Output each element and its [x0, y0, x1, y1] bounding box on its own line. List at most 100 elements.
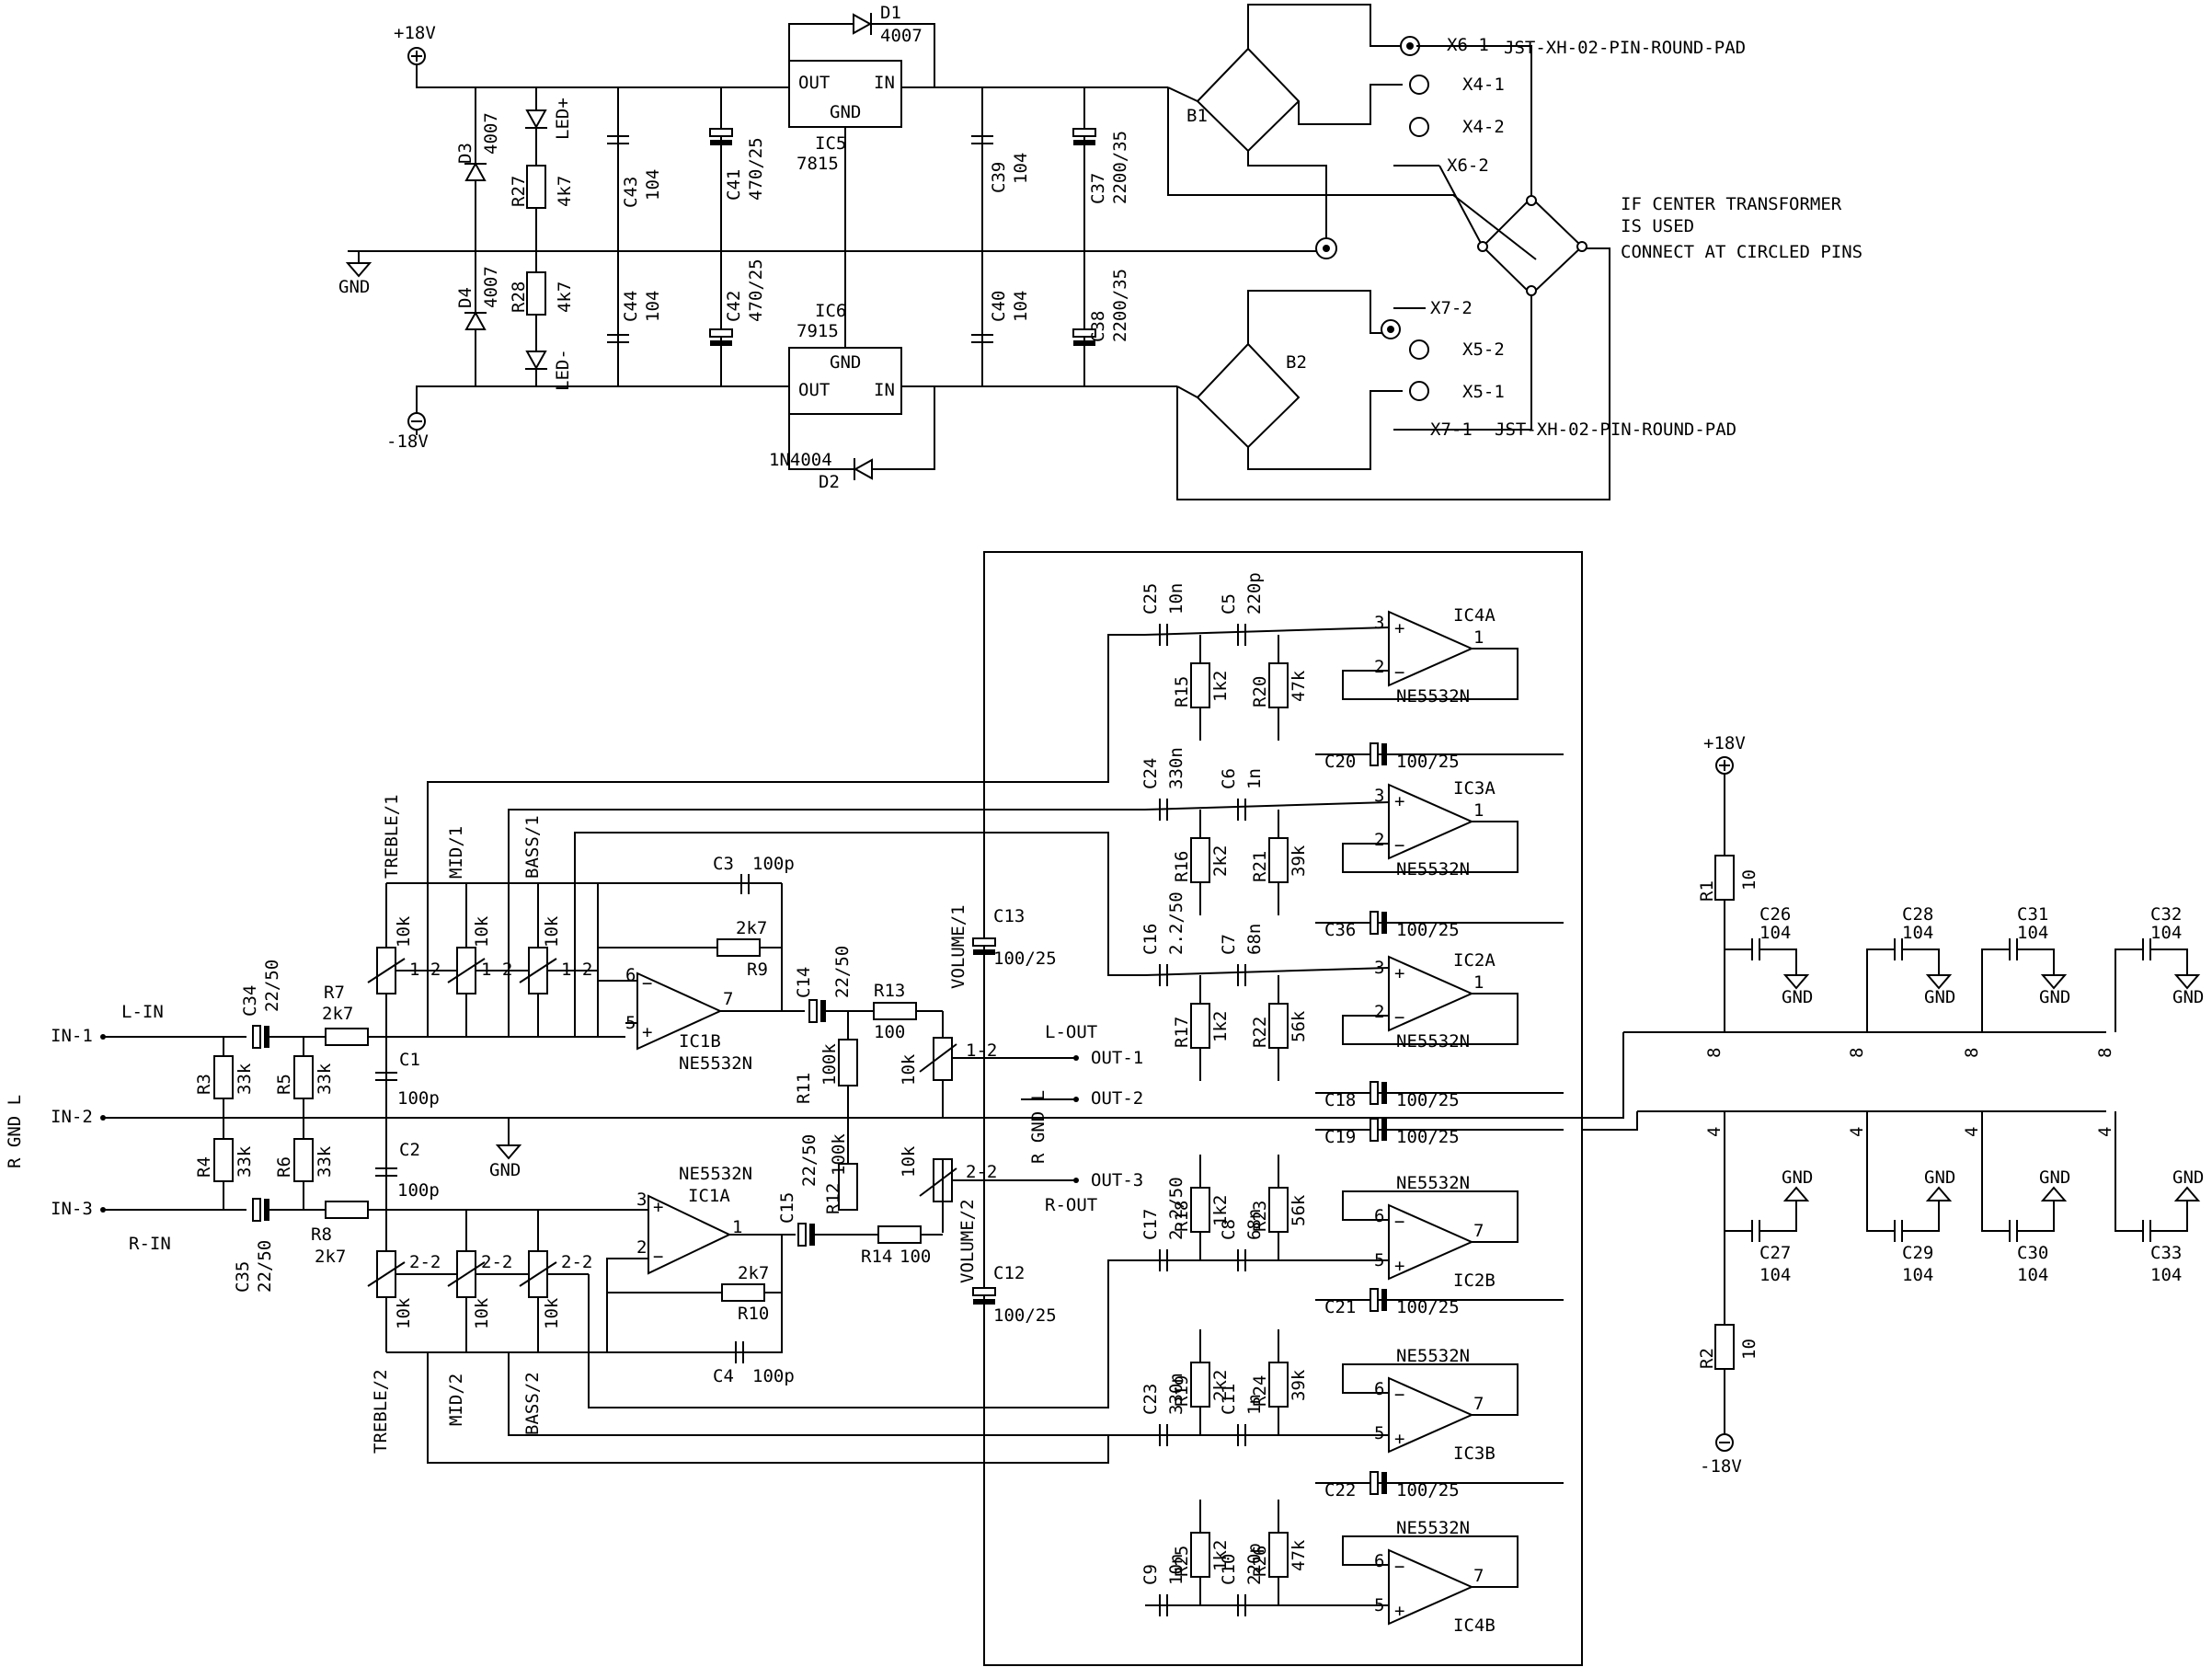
- x4-1-label: X4-1: [1462, 75, 1505, 95]
- resistor-r17-ref: R17: [1172, 1017, 1192, 1048]
- ic2b-value: NE5532N: [1396, 1173, 1470, 1193]
- r11-value: 100k: [819, 1043, 840, 1086]
- r7-ref: R7: [324, 983, 345, 1003]
- ic6-value: 7915: [797, 321, 839, 341]
- pin-1-2-label: 1-2: [409, 960, 441, 980]
- r9-value: 2k7: [736, 918, 767, 938]
- d1-ref: D1: [880, 3, 901, 23]
- c37-ref: C37: [1088, 173, 1108, 204]
- ic4a-top-sign: +: [1394, 618, 1404, 638]
- decoupling-caps: C26104GND8C28104GND8C31104GND8C32104GND8…: [1704, 904, 2204, 1285]
- c37-value: 2200/35: [1110, 131, 1130, 204]
- gnd-label-2: GND: [2039, 987, 2070, 1007]
- r5-ref: R5: [274, 1074, 294, 1095]
- c13-value: 100/25: [993, 948, 1057, 969]
- resistor-r20-value: 47k: [1289, 670, 1309, 702]
- jst-top-label: JST-XH-02-PIN-ROUND-PAD: [1504, 38, 1746, 58]
- gnd-label-3: GND: [2172, 987, 2204, 1007]
- ic1a-pin2: 2: [636, 1237, 647, 1258]
- pin-1-2-label: 1-2: [481, 960, 512, 980]
- vol2-pin: 2-2: [966, 1162, 997, 1182]
- input-side-label: R GND L: [5, 1095, 25, 1168]
- c40-ref: C40: [989, 291, 1009, 322]
- ic2a-pin-bottom: 2: [1374, 1002, 1384, 1022]
- led-neg-label: LED-: [553, 349, 573, 391]
- ic1b-ref: IC1B: [679, 1031, 721, 1052]
- center-tap-note: IF CENTER TRANSFORMER IS USED CONNECT AT…: [1621, 194, 1862, 262]
- ic1b-plus: +: [642, 1022, 652, 1042]
- c44-value: 104: [643, 291, 663, 322]
- cap-c5-ref: C5: [1219, 593, 1239, 615]
- cap-c24-value: 330n: [1166, 747, 1186, 789]
- in3-label: IN-3: [51, 1199, 93, 1219]
- diode-d1: D1 4007: [788, 3, 935, 87]
- r4-ref: R4: [194, 1156, 214, 1178]
- resistor-r10: 2k7 R10: [607, 1263, 782, 1324]
- ic4b-bottom-sign: +: [1394, 1601, 1404, 1621]
- c43-ref: C43: [621, 177, 641, 208]
- cap-c8-ref: C8: [1219, 1219, 1239, 1240]
- cap-value-b-1: 104: [1902, 1265, 1933, 1285]
- ic1b-value: NE5532N: [679, 1053, 752, 1074]
- ic4a-pin-out: 1: [1473, 627, 1484, 648]
- c38-value: 2200/35: [1110, 269, 1130, 342]
- ic3a-pin-bottom: 2: [1374, 830, 1384, 850]
- cap-value-b-3: 104: [2150, 1265, 2182, 1285]
- c15-ref: C15: [777, 1192, 797, 1224]
- resistor-r5: R5 33k: [274, 1055, 335, 1099]
- output-connector: L-OUT OUT-1 OUT-2 OUT-3 R-OUT R GND L: [952, 1022, 1143, 1215]
- resistor-r19-value: 2k2: [1210, 1370, 1231, 1401]
- pin8-label-0: 8: [1704, 1048, 1725, 1058]
- r6-ref: R6: [274, 1156, 294, 1178]
- x5-2-label: X5-2: [1462, 339, 1505, 360]
- ic4b-pin-out: 7: [1473, 1566, 1484, 1586]
- cap-ref-b-1: C29: [1902, 1243, 1933, 1263]
- r6-value: 33k: [315, 1145, 335, 1178]
- c40-value: 104: [1011, 291, 1031, 322]
- out2-label: OUT-2: [1091, 1088, 1143, 1109]
- cap-c10-value: 220p: [1244, 1543, 1265, 1585]
- d4-ref: D4: [455, 287, 476, 308]
- mid1-label: MID/1: [446, 826, 466, 879]
- ic6-pin-gnd: GND: [830, 352, 861, 373]
- treble1-label: TREBLE/1: [382, 794, 402, 879]
- ic3b-top-sign: −: [1394, 1385, 1404, 1405]
- r1-value: 10: [1739, 869, 1759, 891]
- c4-value: 100p: [752, 1366, 795, 1386]
- ic2a-bottom-sign: −: [1394, 1007, 1404, 1028]
- pin4-label-0: 4: [1704, 1127, 1725, 1137]
- neg18-label: -18V: [386, 431, 429, 452]
- resistor-r21-ref: R21: [1250, 851, 1270, 882]
- cap-c16-value: 2.2/50: [1166, 891, 1186, 955]
- resistor-r16-ref: R16: [1172, 851, 1192, 882]
- cap-c9-value: 10n: [1166, 1554, 1186, 1585]
- bass2-value: 10k: [542, 1297, 562, 1329]
- led-positive: LED+: [525, 98, 573, 140]
- ic4a-pin-bottom: 2: [1374, 657, 1384, 677]
- diode-d4: D4 4007: [455, 266, 501, 330]
- bass1-value: 10k: [542, 915, 562, 948]
- cap-ref-b-0: C27: [1759, 1243, 1791, 1263]
- resistor-r2: R2 10: [1697, 1324, 1759, 1370]
- r14-ref: R14: [861, 1247, 892, 1267]
- cap-c13: C13 100/25: [972, 906, 1057, 969]
- mid1-value: 10k: [472, 915, 492, 948]
- gnd-label: GND: [338, 277, 370, 297]
- out3-label: OUT-3: [1091, 1170, 1143, 1190]
- cap-c42: C42 470/25: [709, 259, 766, 346]
- resistor-r14: R14 100: [861, 1225, 931, 1267]
- mid2-label: MID/2: [446, 1374, 466, 1426]
- d3-ref: D3: [455, 143, 476, 164]
- l-out-label: L-OUT: [1045, 1022, 1097, 1042]
- ic3b-value: NE5532N: [1396, 1346, 1470, 1366]
- regulator-ic6: GND OUT IN IC6 7915: [788, 301, 902, 415]
